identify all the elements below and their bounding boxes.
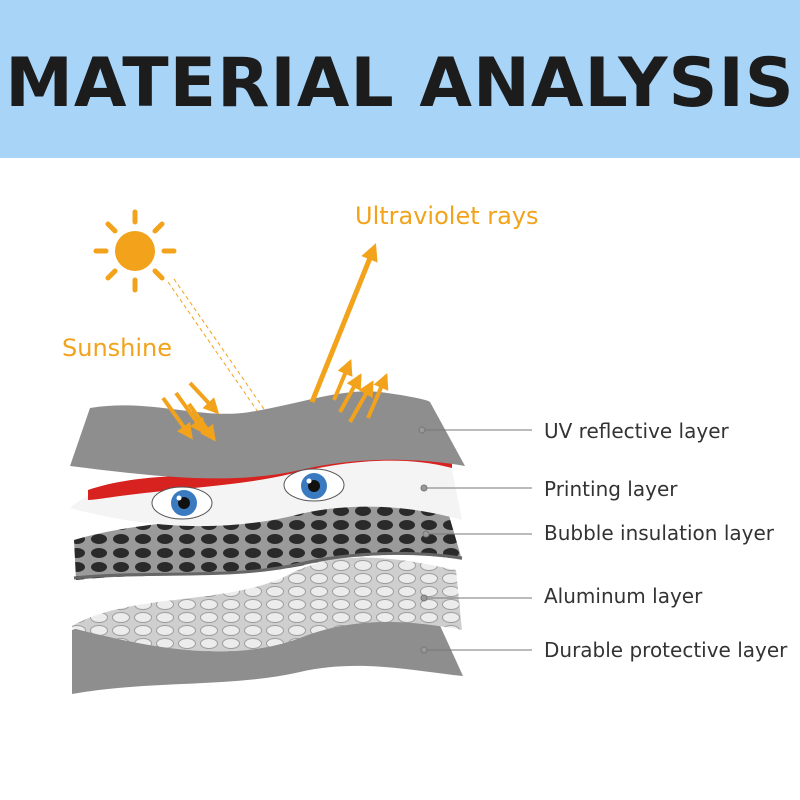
aluminum-layer <box>72 557 462 652</box>
layer-label-printing: Printing layer <box>544 477 678 501</box>
layer-label-bubble-insulation: Bubble insulation layer <box>544 521 774 545</box>
sunshine-label: Sunshine <box>62 334 173 362</box>
header-banner: MATERIAL ANALYSIS <box>0 0 800 158</box>
sun-icon <box>93 209 177 293</box>
sunshine-arrows <box>161 381 220 442</box>
bubble-insulation-layer-edge <box>73 551 463 580</box>
leader-lines <box>418 426 532 654</box>
layer-label-uv-reflective: UV reflective layer <box>544 419 729 443</box>
light-beam <box>167 278 265 413</box>
bubble-insulation-layer <box>74 495 462 580</box>
eye-graphic-left <box>151 486 213 520</box>
page-title: MATERIAL ANALYSIS <box>5 43 795 123</box>
uv-reflective-layer <box>70 391 465 479</box>
eye-graphic-right <box>283 468 345 502</box>
layer-label-aluminum: Aluminum layer <box>544 584 703 608</box>
ultraviolet-rays-label: Ultraviolet rays <box>355 202 539 230</box>
uv-arrows <box>309 243 389 423</box>
layer-label-durable-protective: Durable protective layer <box>544 638 788 662</box>
